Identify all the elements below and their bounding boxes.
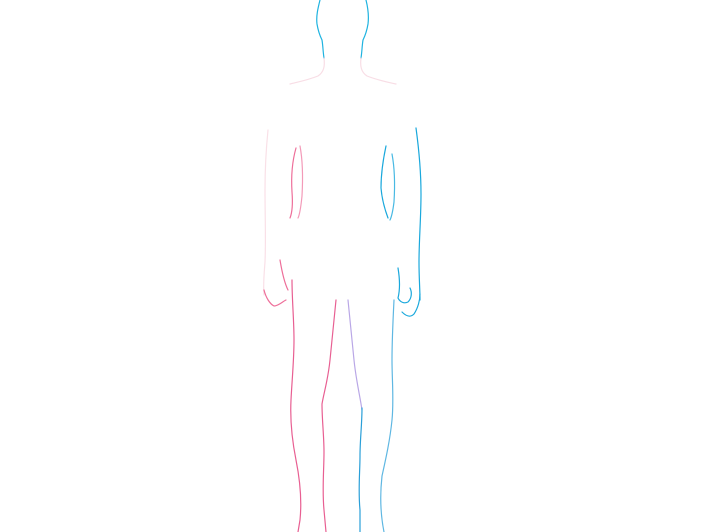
head-outline bbox=[316, 0, 369, 59]
left-leg-inner-outline bbox=[321, 299, 337, 532]
human-figure bbox=[262, 0, 422, 532]
inner-leg-shading-outline bbox=[347, 299, 363, 411]
left-hand-outline bbox=[263, 259, 289, 307]
right-arm-outer-outline bbox=[415, 127, 422, 301]
left-torso-side-outline bbox=[297, 145, 304, 219]
right-hand-outline bbox=[397, 267, 421, 317]
left-arm-outer-outline bbox=[262, 129, 269, 296]
right-leg-inner-outline bbox=[358, 407, 363, 532]
right-torso-side-outline bbox=[389, 153, 396, 221]
left-arm-inner-outline bbox=[289, 147, 297, 219]
neck-left-outline bbox=[289, 57, 325, 85]
neck-right-outline bbox=[360, 57, 397, 85]
left-leg-outer-outline bbox=[290, 279, 302, 532]
right-leg-outer-outline bbox=[380, 299, 395, 532]
right-arm-inner-outline bbox=[380, 145, 389, 219]
